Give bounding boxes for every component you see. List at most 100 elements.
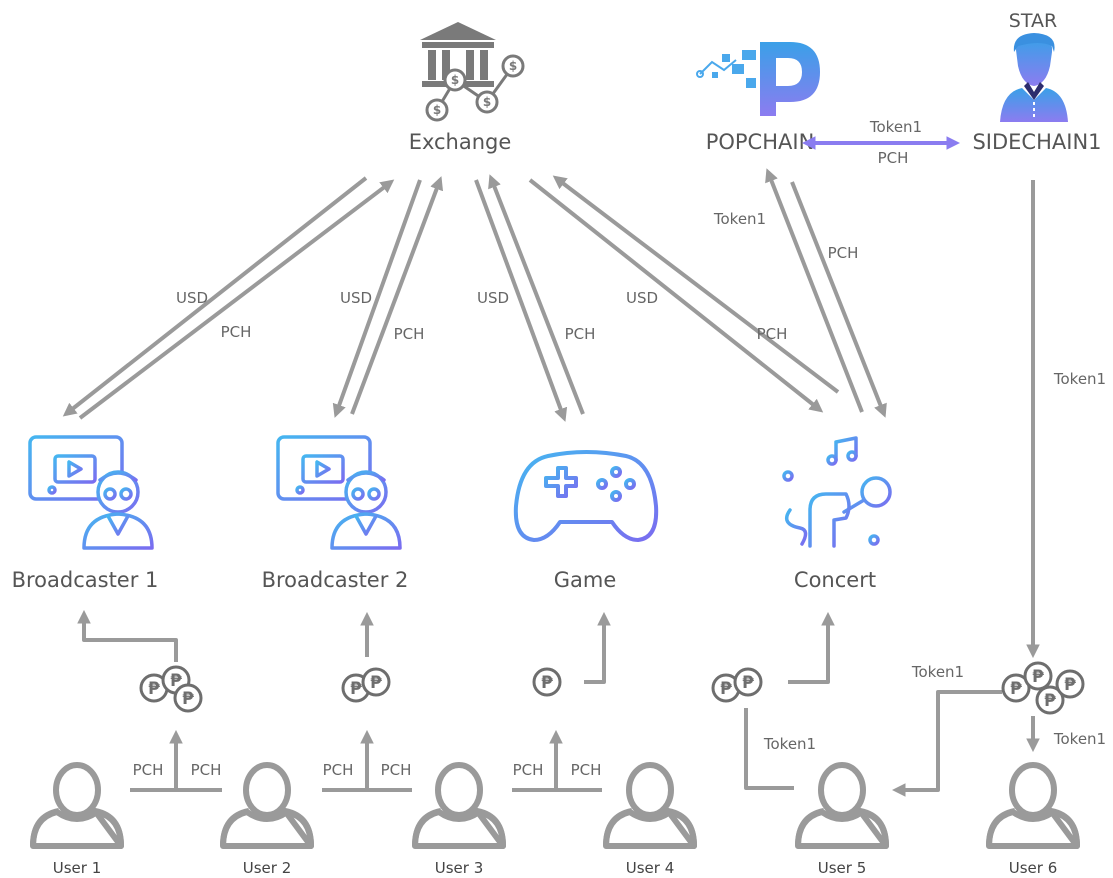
- svg-text:₱: ₱: [170, 671, 182, 691]
- pch-coin-icon: ₱: [1001, 673, 1031, 703]
- svg-text:₱: ₱: [1044, 691, 1056, 711]
- svg-text:$: $: [433, 103, 441, 117]
- popchain-label: POPCHAIN: [706, 130, 815, 154]
- pch-coin-icon: ₱: [532, 667, 562, 697]
- pch-label-u3b: PCH: [513, 761, 544, 779]
- token1-label-popchain: Token1: [713, 210, 766, 228]
- svg-text:₱: ₱: [1010, 679, 1022, 699]
- concert-label: Concert: [794, 568, 876, 592]
- payment-arrows: [77, 609, 1040, 797]
- popchain-logo: [696, 42, 820, 116]
- svg-text:₱: ₱: [1064, 675, 1076, 695]
- sidechain-label: SIDECHAIN1: [972, 130, 1101, 154]
- user-outline-icon: [412, 762, 506, 849]
- usd-label-4: USD: [626, 289, 658, 307]
- user-label: User 1: [53, 859, 102, 877]
- usd-label-2: USD: [340, 289, 372, 307]
- user-row: User 1 User 2 User 3 User 4 User 5 User 6: [30, 762, 1080, 877]
- user-3: User 3: [412, 762, 506, 877]
- user-outline-icon: [30, 762, 124, 849]
- arrow-game-to-exchange: [488, 174, 585, 415]
- pch-label-popchain: PCH: [828, 244, 859, 262]
- user-6: User 6: [986, 762, 1080, 877]
- user-2: User 2: [220, 762, 314, 877]
- arrow-exchange-to-concert: [528, 178, 824, 413]
- token1-label-top: Token1: [869, 118, 922, 136]
- user-outline-icon: [603, 762, 697, 849]
- exchange-label: Exchange: [409, 130, 512, 154]
- microphone-hand-icon: [782, 436, 892, 548]
- broadcaster1-label: Broadcaster 1: [12, 568, 159, 592]
- pch-coin-icon: ₱: [1035, 685, 1065, 715]
- pch-coin-icon: ₱: [1055, 669, 1085, 699]
- svg-text:$: $: [451, 73, 459, 87]
- svg-text:₱: ₱: [350, 679, 362, 699]
- pch-label-top: PCH: [878, 149, 909, 167]
- pch-coin-group-1: ₱₱₱: [139, 665, 203, 713]
- video-broadcaster-icon: [28, 435, 154, 550]
- pch-label-u1: PCH: [133, 761, 164, 779]
- user-1: User 1: [30, 762, 124, 877]
- svg-text:₱: ₱: [370, 673, 382, 693]
- pch-coin-group-5: ₱₱₱₱: [1001, 661, 1085, 715]
- user-4: User 4: [603, 762, 697, 877]
- svg-text:₱: ₱: [720, 679, 732, 699]
- arrow-popchain-to-concert: [790, 181, 887, 418]
- user-label: User 5: [818, 859, 867, 877]
- arrow-concert-to-popchain: [765, 168, 864, 413]
- arrow-exchange-to-b1: [62, 176, 368, 417]
- user-label: User 6: [1009, 859, 1058, 877]
- pch-label-u2a: PCH: [191, 761, 222, 779]
- user-outline-icon: [986, 762, 1080, 849]
- pch-coin-icon: ₱: [361, 667, 391, 697]
- arrow-exchange-to-game: [474, 179, 568, 422]
- pch-label-u3a: PCH: [381, 761, 412, 779]
- user-label: User 2: [243, 859, 292, 877]
- pch-label-1: PCH: [221, 323, 252, 341]
- token1-label-sidechain: Token1: [1053, 370, 1106, 388]
- svg-text:$: $: [483, 95, 491, 109]
- flow-arrows: [62, 168, 1040, 659]
- svg-text:₱: ₱: [1032, 667, 1044, 687]
- star-person-icon: [1000, 33, 1068, 122]
- svg-text:₱: ₱: [182, 689, 194, 709]
- usd-label-3: USD: [477, 289, 509, 307]
- arrow-b2-to-exchange: [350, 176, 444, 415]
- token1-label-coins5: Token1: [911, 663, 964, 681]
- svg-text:₱: ₱: [148, 679, 160, 699]
- token1-label-u6: Token1: [1053, 730, 1106, 748]
- pch-coin-group-2: ₱₱: [341, 667, 391, 703]
- pch-coin-icon: ₱: [1023, 661, 1053, 691]
- pch-label-3: PCH: [565, 325, 596, 343]
- pch-label-2: PCH: [394, 325, 425, 343]
- broadcaster2-label: Broadcaster 2: [262, 568, 409, 592]
- pch-coin-icon: ₱: [139, 673, 169, 703]
- arrow-concert-to-exchange: [552, 175, 840, 394]
- user-label: User 3: [435, 859, 484, 877]
- pch-label-u4: PCH: [571, 761, 602, 779]
- pch-coin-group-3: ₱: [532, 667, 562, 697]
- svg-text:$: $: [509, 59, 517, 73]
- pch-coin-icon: ₱: [173, 683, 203, 713]
- user-label: User 4: [626, 859, 675, 877]
- token1-label-u5: Token1: [763, 735, 816, 753]
- arrow-exchange-to-b2: [332, 179, 422, 418]
- video-broadcaster-icon: [276, 435, 402, 550]
- svg-text:₱: ₱: [742, 673, 754, 693]
- svg-text:₱: ₱: [541, 673, 553, 693]
- user-outline-icon: [795, 762, 889, 849]
- pch-coin-group-4: ₱₱: [711, 667, 763, 703]
- pch-label-u2b: PCH: [323, 761, 354, 779]
- gamepad-icon: [513, 450, 659, 542]
- arrow-b1-to-exchange: [78, 179, 395, 420]
- pch-coin-groups: ₱₱₱₱₱₱₱₱₱₱₱₱: [139, 661, 1085, 715]
- bank-with-coins-icon: $ $ $ $: [420, 22, 525, 122]
- user-outline-icon: [220, 762, 314, 849]
- pch-label-4: PCH: [757, 325, 788, 343]
- user-5: User 5: [795, 762, 889, 877]
- usd-label-1: USD: [176, 289, 208, 307]
- pch-coin-icon: ₱: [733, 667, 763, 697]
- game-label: Game: [554, 568, 617, 592]
